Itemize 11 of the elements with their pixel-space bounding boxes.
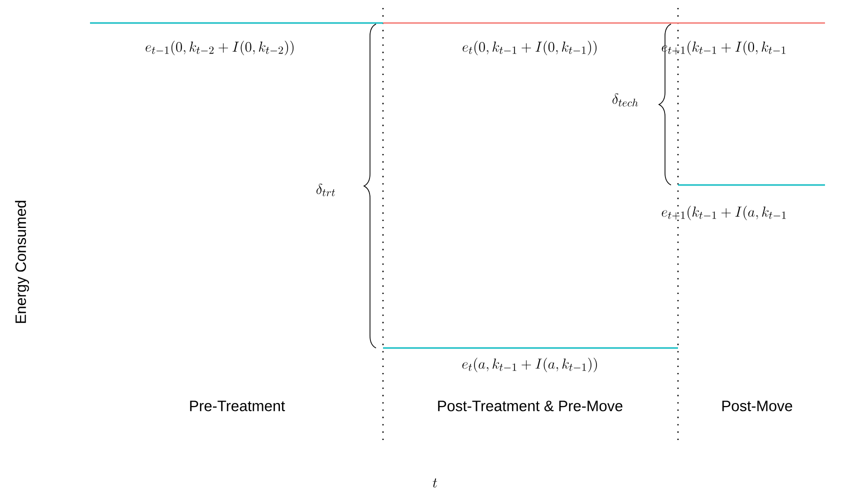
formula-label: $e_{t-1}(0, k_{t-2} + I(0, k_{t-2}))$ <box>146 40 294 56</box>
formula-label: $e_t(a, k_{t-1} + I(a, k_{t-1}))$ <box>462 358 597 372</box>
formula-label: $e_{t+1}(k_{t-1} + I(a, k_{t-1}$ <box>662 206 786 220</box>
formula-label: $\delta_{tech}$ <box>612 93 638 106</box>
formula-label: $\delta_{trt}$ <box>316 184 335 196</box>
text-label: Post-Treatment & Pre-Move <box>438 400 622 412</box>
formula-label: $e_t(0, k_{t-1} + I(0, k_{t-1}))$ <box>462 40 597 56</box>
text-label: Post-Move <box>722 400 792 412</box>
text-label: Energy Consumed <box>15 200 29 323</box>
text-label: Pre-Treatment <box>190 400 285 412</box>
formula-label: $t$ <box>432 478 438 488</box>
